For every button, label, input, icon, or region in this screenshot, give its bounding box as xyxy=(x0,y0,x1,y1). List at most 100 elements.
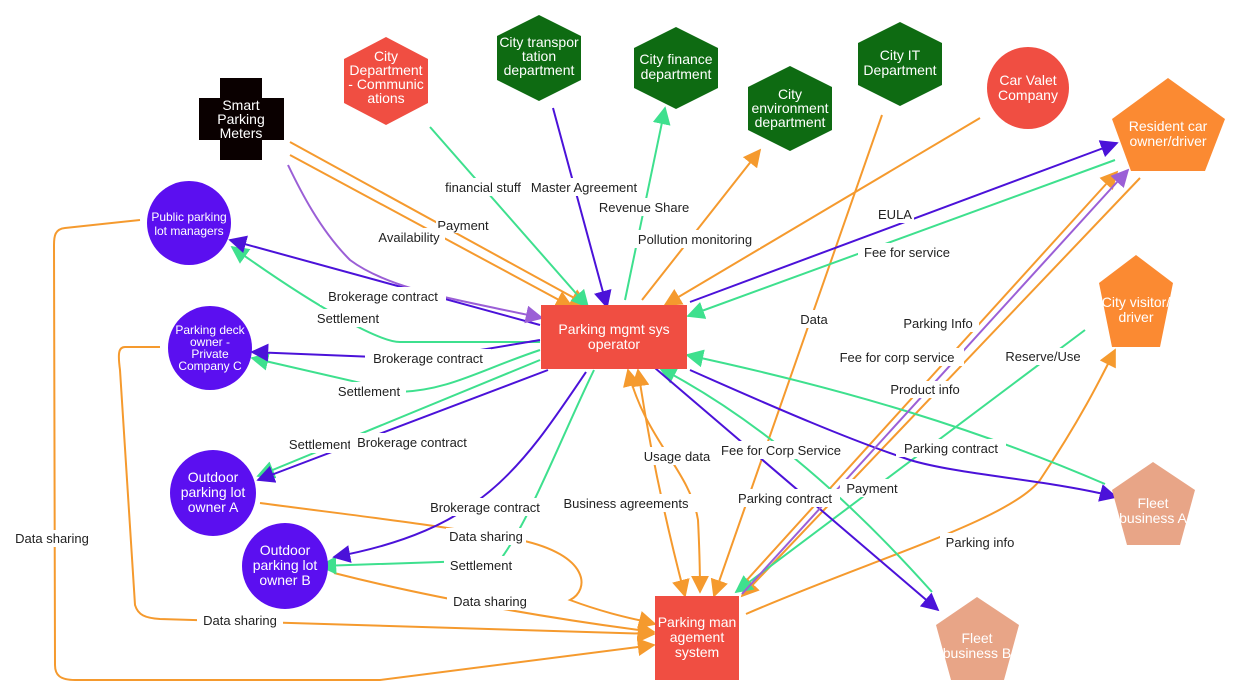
svg-text:Data sharing: Data sharing xyxy=(15,531,89,546)
edge-valet-operator xyxy=(663,117,981,306)
node-car-valet-company[interactable]: Car Valet Company xyxy=(987,47,1069,129)
svg-text:Data sharing: Data sharing xyxy=(453,594,527,609)
nodes: Smart Parking Meters City Department - C… xyxy=(147,15,1225,680)
svg-text:Parking: Parking xyxy=(217,111,264,127)
svg-text:Data: Data xyxy=(800,312,828,327)
svg-text:Payment: Payment xyxy=(846,481,898,496)
node-smart-parking-meters[interactable]: Smart Parking Meters xyxy=(199,78,284,160)
label-fee-corp-service: Fee for Corp Service xyxy=(713,441,849,459)
svg-text:Fee for service: Fee for service xyxy=(864,245,950,260)
svg-text:department: department xyxy=(504,62,575,78)
svg-text:Outdoor: Outdoor xyxy=(188,469,239,485)
svg-text:Resident car: Resident car xyxy=(1129,118,1208,134)
svg-text:City finance: City finance xyxy=(639,51,712,67)
node-public-parking-lot-managers[interactable]: Public parking lot managers xyxy=(147,181,231,265)
svg-text:tation: tation xyxy=(522,48,556,64)
svg-text:- Communic: - Communic xyxy=(348,76,423,92)
label-reserve-use: Reserve/Use xyxy=(1003,348,1083,365)
label-brokerage-public: Brokerage contract xyxy=(320,287,446,305)
node-city-visitor-driver[interactable]: City visitor/ driver xyxy=(1099,255,1173,347)
label-payment-fleet: Payment xyxy=(840,479,904,497)
edge-master-agreement xyxy=(552,107,612,309)
node-fleet-business-b[interactable]: Fleet business B xyxy=(936,597,1019,680)
svg-text:City visitor/: City visitor/ xyxy=(1102,294,1171,310)
label-fee-for-service: Fee for service xyxy=(858,243,956,261)
node-city-environment-department[interactable]: City environment department xyxy=(748,66,832,151)
svg-text:Parking contract: Parking contract xyxy=(904,441,998,456)
svg-text:City transpor: City transpor xyxy=(499,34,579,50)
node-outdoor-parking-owner-a[interactable]: Outdoor parking lot owner A xyxy=(170,450,256,536)
svg-text:Settlement: Settlement xyxy=(338,384,401,399)
svg-text:Settlement: Settlement xyxy=(289,437,352,452)
svg-text:Parking man: Parking man xyxy=(658,614,737,630)
label-data-sharing-deck: Data sharing xyxy=(197,611,283,629)
edge-it-data xyxy=(710,114,883,598)
svg-text:Public parking: Public parking xyxy=(151,210,226,224)
node-fleet-business-a[interactable]: Fleet business A xyxy=(1112,462,1195,545)
edge-fleet-b-operator xyxy=(658,367,933,593)
svg-text:City: City xyxy=(374,48,398,64)
svg-text:Master Agreement: Master Agreement xyxy=(531,180,638,195)
edge-fee-service xyxy=(686,159,1116,319)
node-outdoor-parking-owner-b[interactable]: Outdoor parking lot owner B xyxy=(242,523,328,609)
label-brokerage-deck: Brokerage contract xyxy=(365,349,491,367)
label-fee-corp: Fee for corp service xyxy=(830,348,964,366)
edge-parking-contract-a xyxy=(689,369,1118,502)
svg-text:driver: driver xyxy=(1118,309,1153,325)
edge-fleet-a-operator xyxy=(685,349,1106,485)
svg-text:Product info: Product info xyxy=(890,382,959,397)
node-resident-car-owner[interactable]: Resident car owner/driver xyxy=(1112,78,1225,171)
svg-text:Parking contract: Parking contract xyxy=(738,491,832,506)
label-revenue-share: Revenue Share xyxy=(594,198,694,216)
label-parking-info-resident: Parking Info xyxy=(897,314,979,332)
label-data-sharing-b: Data sharing xyxy=(447,592,533,610)
node-city-department-communications[interactable]: City Department - Communic ations xyxy=(344,37,428,125)
label-settlement-public: Settlement xyxy=(311,309,385,327)
edge-brokerage-b xyxy=(332,371,587,563)
node-parking-deck-owner[interactable]: Parking deck owner - Private Company C xyxy=(168,306,252,390)
svg-text:lot managers: lot managers xyxy=(154,224,223,238)
node-city-finance-department[interactable]: City finance department xyxy=(634,27,718,109)
svg-text:Usage data: Usage data xyxy=(644,449,711,464)
svg-text:Brokerage contract: Brokerage contract xyxy=(357,435,467,450)
node-parking-mgmt-sys-operator[interactable]: Parking mgmt sys operator xyxy=(541,305,687,369)
label-settlement-a: Settlement xyxy=(283,435,357,453)
svg-text:Brokerage contract: Brokerage contract xyxy=(430,500,540,515)
node-city-it-department[interactable]: City IT Department xyxy=(858,22,942,106)
svg-text:Parking deck: Parking deck xyxy=(175,323,245,337)
label-brokerage-a: Brokerage contract xyxy=(350,433,474,451)
svg-text:operator: operator xyxy=(588,336,640,352)
svg-text:owner/driver: owner/driver xyxy=(1129,133,1206,149)
label-usage-data: Usage data xyxy=(638,447,716,465)
svg-text:owner B: owner B xyxy=(259,572,310,588)
edge-financial-stuff xyxy=(429,126,590,309)
svg-text:agement: agement xyxy=(670,629,725,645)
edge-business-agreements xyxy=(631,368,690,598)
label-payment-meters: Payment xyxy=(436,217,492,233)
svg-text:Fleet: Fleet xyxy=(1137,495,1168,511)
edge-pollution xyxy=(641,148,762,301)
edge-usage-data xyxy=(623,368,709,594)
svg-text:Parking Info: Parking Info xyxy=(903,316,972,331)
svg-text:ations: ations xyxy=(367,90,404,106)
svg-text:owner -: owner - xyxy=(190,335,230,349)
label-availability: Availability xyxy=(373,228,445,246)
edge-brokerage-a xyxy=(256,369,549,483)
node-city-transportation-department[interactable]: City transpor tation department xyxy=(497,15,581,101)
svg-text:Fee for corp service: Fee for corp service xyxy=(840,350,955,365)
svg-text:Settlement: Settlement xyxy=(317,311,380,326)
edge-labels: financial stuff Master Agreement Payment… xyxy=(12,178,1083,629)
svg-text:owner A: owner A xyxy=(188,499,239,515)
node-parking-management-system[interactable]: Parking man agement system xyxy=(655,596,739,680)
svg-text:Fee for Corp Service: Fee for Corp Service xyxy=(721,443,841,458)
label-parking-info-visitor: Parking info xyxy=(940,533,1020,551)
svg-text:Meters: Meters xyxy=(220,125,263,141)
label-eula: EULA xyxy=(876,205,914,223)
svg-text:Fleet: Fleet xyxy=(961,630,992,646)
svg-text:Reserve/Use: Reserve/Use xyxy=(1005,349,1080,364)
svg-text:system: system xyxy=(675,644,719,660)
label-data: Data xyxy=(797,310,831,328)
svg-text:business A: business A xyxy=(1119,510,1187,526)
edge-data-sharing-public xyxy=(52,219,656,681)
